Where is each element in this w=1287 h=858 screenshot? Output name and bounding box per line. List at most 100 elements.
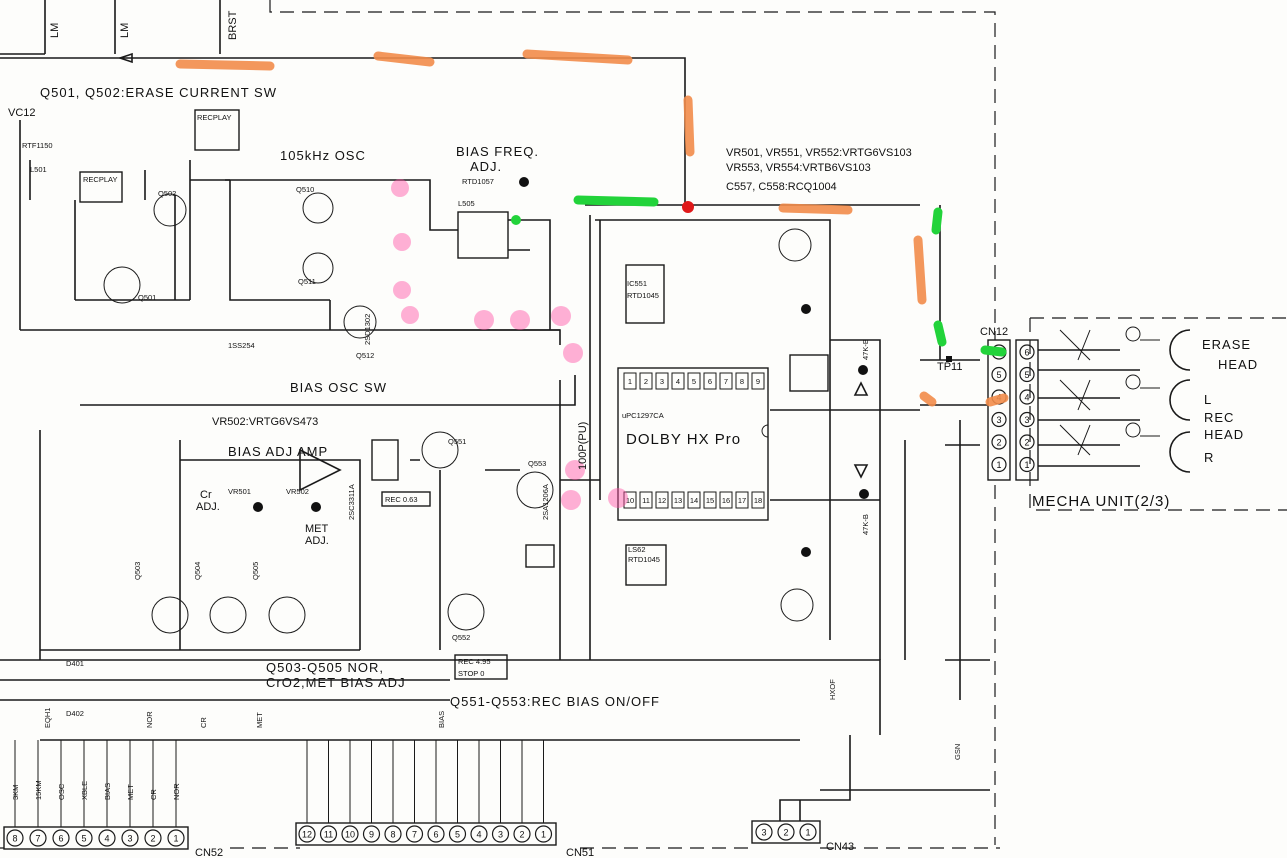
q505-label: Q505: [251, 562, 260, 580]
sc3311-label: 2SC3311A: [347, 484, 356, 520]
ic-feed-lines: [585, 204, 920, 660]
bias-freq-title: BIAS FREQ.: [456, 144, 539, 159]
recplay-box-left: [79, 171, 123, 203]
recplay-box-left-label: RECPLAY: [83, 175, 117, 184]
cn52-signal-label: XBLE: [80, 781, 89, 800]
q504-transistor: [209, 596, 247, 634]
q551-wiring: [410, 380, 600, 660]
q503-transistor: [151, 596, 189, 634]
q503-label: Q503: [133, 562, 142, 580]
cn12-pin: [991, 456, 1007, 473]
cn52-signal-label: CR: [149, 789, 158, 800]
q552-label: Q552: [452, 633, 470, 642]
cn52-signal-label: BIAS: [103, 783, 112, 800]
cr-adj-2: ADJ.: [196, 501, 220, 513]
cn51-pin-label: 7: [412, 830, 417, 840]
cn12-mate-pin-label: 4: [1024, 393, 1029, 403]
dolby-label: DOLBY HX Pro: [626, 431, 741, 448]
q504-label: Q504: [193, 562, 202, 580]
rec-label: REC: [1204, 410, 1234, 425]
orange-mark-6: [913, 235, 927, 305]
tp11-point: [946, 356, 952, 362]
q502-label: Q502: [158, 189, 176, 198]
ic-top-pin-label: 1: [628, 377, 632, 386]
rec-box-q551: [371, 439, 399, 481]
rec-small-box: [525, 544, 555, 568]
ic-bottom-pin-label: 11: [642, 496, 650, 505]
q505-transistor: [268, 596, 306, 634]
cn52-pin: [98, 829, 116, 847]
ic-top-pin-label: 5: [692, 377, 696, 386]
cn12-pin: [991, 434, 1007, 450]
cn51-pin-label: 5: [455, 830, 460, 840]
ic-bottom-pin-label: 12: [658, 496, 666, 505]
cn51-pin-label: 1: [541, 830, 546, 840]
cn51-pin-label: 11: [324, 830, 333, 840]
l501-label: L501: [30, 165, 47, 174]
cn51-pin-label: 10: [345, 830, 355, 840]
eq-net-label: EQH1: [43, 708, 52, 728]
q511-label: Q511: [298, 277, 316, 286]
rec-box-right: [789, 354, 829, 392]
cn51-pin: [384, 825, 402, 843]
cn52-pin-label: 2: [150, 834, 155, 844]
vc12-label: VC12: [8, 107, 36, 119]
ic-bottom-pin-label: 15: [706, 496, 714, 505]
q553-transistor: [516, 471, 554, 509]
mecha-unit-label: MECHA UNIT(2/3): [1032, 493, 1170, 510]
head-label: HEAD: [1204, 427, 1244, 442]
bias-net-label: BIAS: [437, 711, 446, 728]
cn51-pin: [534, 825, 553, 843]
orange-mark-5: [778, 203, 853, 215]
left-rail: [19, 120, 560, 331]
rec-bias-label: REC 4.95: [458, 657, 491, 666]
q511-transistor: [302, 252, 334, 284]
cr-adj-1: Cr: [200, 489, 212, 501]
ls62-label: LS62: [628, 545, 646, 554]
k47b-label: 47K-B: [861, 514, 870, 535]
cn52-pin-label: 5: [81, 834, 86, 844]
recplay-box-top-label: RECPLAY: [197, 113, 231, 122]
q503-title-1: Q503-Q505 NOR,: [266, 660, 384, 675]
cap-line: C557, C558:RCQ1004: [726, 181, 837, 193]
erase-sw-title: Q501, Q502:ERASE CURRENT SW: [40, 85, 277, 100]
cn12-pin-label: 2: [996, 438, 1001, 448]
bias-osc-line: [430, 329, 561, 345]
cn51-pin: [470, 825, 488, 843]
ic-top-pin-label: 9: [756, 377, 760, 386]
head-wiring: [1038, 326, 1160, 467]
cn52-pin-label: 4: [104, 834, 109, 844]
cn51-pin: [341, 825, 359, 843]
osc-wiring: [225, 179, 460, 330]
stop-label: STOP 0: [458, 669, 484, 678]
ic-top-pin-label: 3: [660, 377, 664, 386]
vr553-knob: [801, 304, 811, 314]
ic-top-pin-label: 8: [740, 377, 744, 386]
cn12-mate-pin-label: 6: [1024, 348, 1029, 358]
met-adj-2: ADJ.: [305, 535, 329, 547]
vr502-label: VR502: [286, 487, 309, 496]
bias-osc-sw-rail: [80, 375, 576, 406]
cn52-pin: [75, 829, 93, 847]
sa1206-label: 2SA1206A: [541, 484, 550, 520]
vr551-knob: [858, 365, 868, 375]
ic-top-pin-label: 4: [676, 377, 680, 386]
q510-transistor: [302, 192, 334, 224]
rtf1150-label: RTF1150: [22, 141, 53, 150]
cn51-pin: [491, 825, 510, 843]
cn12-pin: [991, 366, 1007, 383]
ic-bottom-pin-label: 14: [690, 496, 698, 505]
tp11-label: TP11: [937, 361, 962, 373]
cn51-pin-label: 2: [519, 830, 524, 840]
arrow-top: [117, 52, 133, 64]
cn51-pin: [405, 825, 424, 843]
rec-osc-box: [381, 491, 431, 507]
cn43-pin: [777, 823, 795, 841]
cn43-label: CN43: [826, 841, 854, 853]
cn51-pin: [298, 825, 316, 843]
cn43-pin-label: 2: [783, 828, 788, 838]
cn52-label: CN52: [195, 847, 223, 858]
